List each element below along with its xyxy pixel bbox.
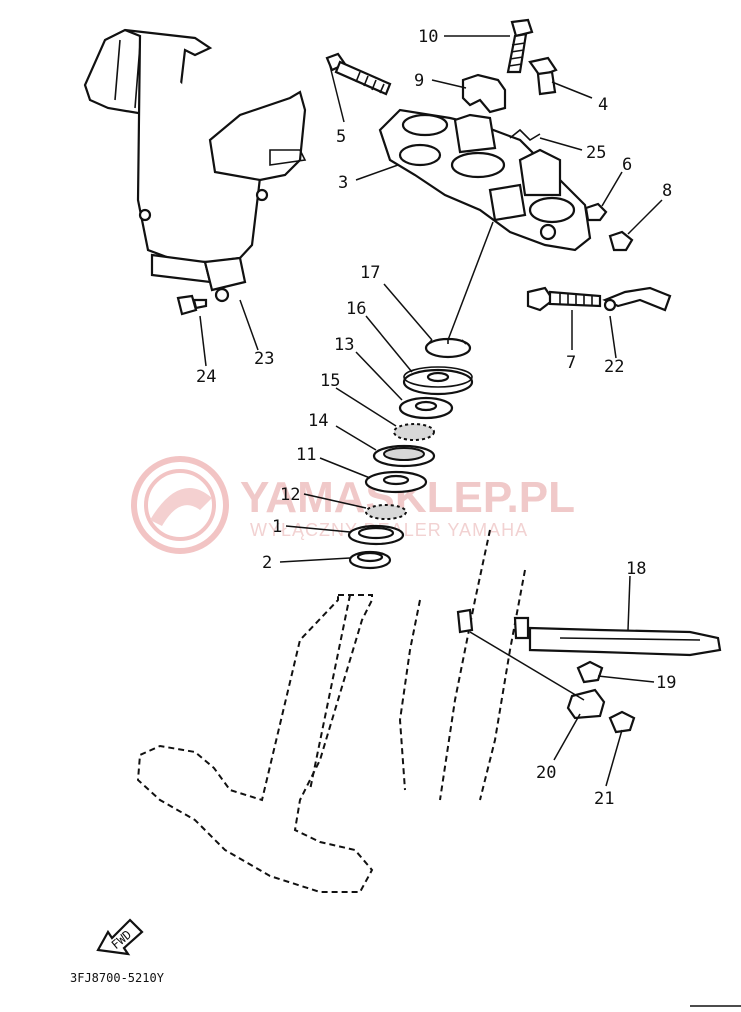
- part-cable-guide-22: [602, 286, 672, 312]
- callout-20: 20: [536, 763, 556, 783]
- callout-17: 17: [360, 263, 380, 283]
- part-clamp-20: [566, 688, 606, 720]
- watermark-logo-icon: [131, 456, 229, 554]
- part-bolt-4: [528, 56, 558, 96]
- part-bolt-7: [526, 286, 602, 312]
- part-ball-race-11: [364, 470, 428, 494]
- fwd-arrow-icon: FWD: [96, 918, 144, 956]
- callout-2: 2: [262, 553, 272, 573]
- frame-head-pipe-outline: [398, 529, 526, 801]
- frame-clip: [513, 616, 530, 640]
- part-screw-21: [608, 710, 636, 734]
- part-holder-9: [461, 73, 507, 114]
- part-bolt-5: [325, 52, 392, 96]
- leader-lines: [199, 35, 663, 787]
- part-bolt-10: [506, 18, 534, 74]
- callout-16: 16: [346, 299, 366, 319]
- part-ball-race-cover-14: [372, 444, 436, 468]
- part-seal-2: [348, 550, 392, 570]
- part-ring-nut-17: [424, 337, 472, 359]
- lower-bracket-outline: [136, 594, 374, 893]
- callout-5: 5: [336, 127, 346, 147]
- callout-14: 14: [308, 411, 328, 431]
- part-clip-25: [509, 128, 541, 142]
- callout-21: 21: [594, 789, 614, 809]
- callout-7: 7: [566, 353, 576, 373]
- part-bolt-24: [176, 294, 208, 316]
- part-upper-bracket-3: [378, 108, 592, 252]
- diagram-code: 3FJ8700-5210Y: [70, 971, 165, 985]
- callout-24: 24: [196, 367, 216, 387]
- callout-13: 13: [334, 335, 354, 355]
- part-nut-8: [608, 230, 634, 252]
- axis-line: [447, 221, 494, 341]
- part-screw-19: [576, 660, 604, 684]
- part-bracket-23: [83, 28, 307, 303]
- callout-11: 11: [296, 445, 316, 465]
- callout-18: 18: [626, 559, 646, 579]
- callout-15: 15: [320, 371, 340, 391]
- frame-clip: [456, 608, 474, 634]
- part-cable-holder-18: [528, 626, 722, 657]
- callouts: 10 9 4 5 25 3 6 8 17 16 13 15 14 11 12 1…: [196, 27, 676, 809]
- part-ring-13: [398, 396, 454, 420]
- part-ball-race-15: [393, 423, 435, 441]
- callout-10: 10: [418, 27, 438, 47]
- callout-22: 22: [604, 357, 624, 377]
- callout-12: 12: [280, 485, 300, 505]
- callout-23: 23: [254, 349, 274, 369]
- callout-6: 6: [622, 155, 632, 175]
- callout-4: 4: [598, 95, 608, 115]
- part-ring-nut-16: [402, 366, 474, 396]
- part-nut-6: [584, 202, 608, 222]
- callout-19: 19: [656, 673, 676, 693]
- callout-1: 1: [272, 517, 282, 537]
- callout-3: 3: [338, 173, 348, 193]
- part-ball-12: [365, 504, 407, 520]
- callout-9: 9: [414, 71, 424, 91]
- part-ball-race-1: [347, 524, 405, 546]
- callout-25: 25: [586, 143, 606, 163]
- callout-8: 8: [662, 181, 672, 201]
